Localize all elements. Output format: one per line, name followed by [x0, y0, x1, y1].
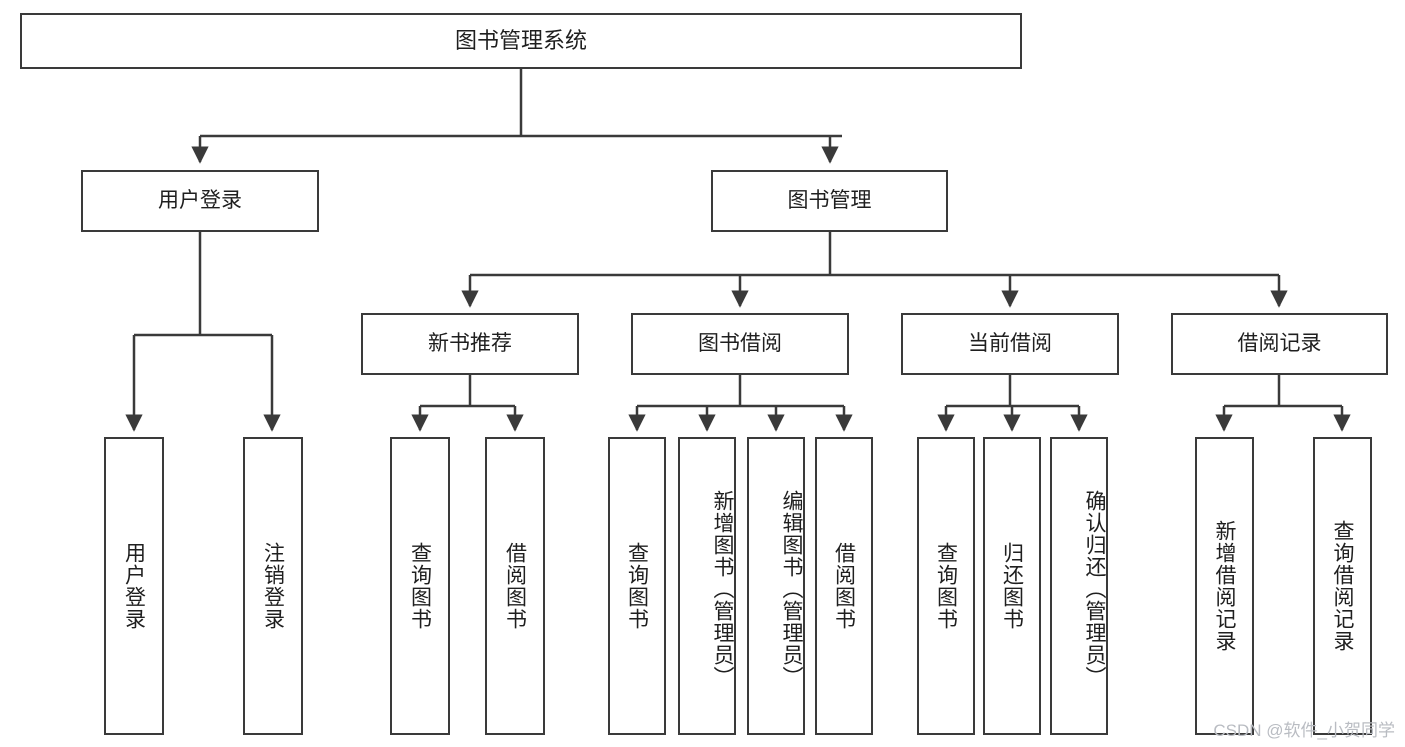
node-label: 图书借阅: [698, 332, 782, 356]
leaf-current-confirm-return-admin[interactable]: 确认归还（管理员）: [1050, 437, 1108, 735]
node-label: 新书推荐: [428, 332, 512, 356]
leaf-recommend-borrow-book[interactable]: 借阅图书: [485, 437, 545, 735]
node-label: 查询借阅记录: [1331, 520, 1355, 652]
node-book-management[interactable]: 图书管理: [711, 170, 948, 232]
node-root-system[interactable]: 图书管理系统: [20, 13, 1022, 69]
watermark: CSDN @软件_小贺同学: [1213, 721, 1395, 740]
node-label: 借阅图书: [832, 542, 856, 630]
leaf-borrow-borrow-book[interactable]: 借阅图书: [815, 437, 873, 735]
leaf-record-query-record[interactable]: 查询借阅记录: [1313, 437, 1372, 735]
node-label: 编辑图书（管理员）: [780, 490, 803, 688]
node-borrow-record[interactable]: 借阅记录: [1171, 313, 1388, 375]
node-label: 借阅图书: [503, 542, 527, 630]
node-book-borrow[interactable]: 图书借阅: [631, 313, 849, 375]
node-label: 查询图书: [934, 542, 958, 630]
leaf-user-login[interactable]: 用户登录: [104, 437, 164, 735]
node-label: 图书管理系统: [454, 27, 587, 53]
node-label: 注销登录: [261, 542, 285, 630]
leaf-recommend-query-book[interactable]: 查询图书: [390, 437, 450, 735]
node-label: 用户登录: [158, 189, 242, 213]
node-label: 新增图书（管理员）: [711, 490, 734, 688]
node-label: 当前借阅: [968, 332, 1052, 356]
leaf-record-add-record[interactable]: 新增借阅记录: [1195, 437, 1254, 735]
leaf-current-query-book[interactable]: 查询图书: [917, 437, 975, 735]
node-label: 图书管理: [787, 189, 872, 213]
node-label: 查询图书: [625, 542, 649, 630]
node-user-login[interactable]: 用户登录: [81, 170, 319, 232]
leaf-borrow-add-book-admin[interactable]: 新增图书（管理员）: [678, 437, 736, 735]
node-current-borrow[interactable]: 当前借阅: [901, 313, 1119, 375]
node-label: 借阅记录: [1237, 332, 1322, 356]
leaf-current-return-book[interactable]: 归还图书: [983, 437, 1041, 735]
node-label: 确认归还（管理员）: [1083, 490, 1106, 688]
node-label: 新增借阅记录: [1213, 520, 1237, 652]
node-new-book-recommend[interactable]: 新书推荐: [361, 313, 579, 375]
node-label: 查询图书: [408, 542, 432, 630]
leaf-user-logout[interactable]: 注销登录: [243, 437, 303, 735]
node-label: 归还图书: [1000, 542, 1024, 630]
node-label: 用户登录: [122, 542, 146, 630]
leaf-borrow-query-book[interactable]: 查询图书: [608, 437, 666, 735]
leaf-borrow-edit-book-admin[interactable]: 编辑图书（管理员）: [747, 437, 805, 735]
